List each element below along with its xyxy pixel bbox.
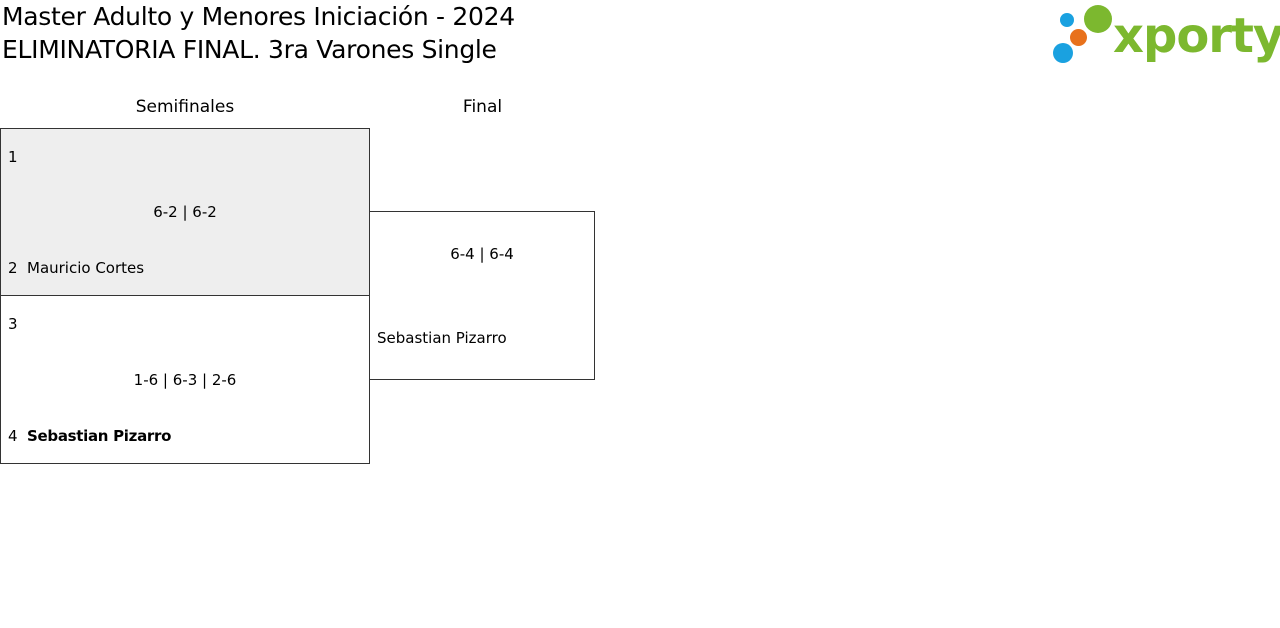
seed-number: 4: [8, 427, 18, 445]
player-name-winner: Sebastian Pizarro: [27, 427, 172, 445]
seed-number: 3: [8, 315, 18, 333]
match-final[interactable]: 6-4 | 6-4 Sebastian Pizarro: [369, 211, 595, 380]
logo-dot-green-icon: [1084, 5, 1112, 33]
match-score: 6-2 | 6-2: [153, 203, 217, 221]
logo-wordmark: xporty: [1113, 8, 1280, 64]
seed-number: 1: [8, 148, 18, 166]
match-semifinal-1[interactable]: 1 6-2 | 6-2 2 Mauricio Cortes: [0, 128, 370, 296]
match-semifinal-2[interactable]: 3 1-6 | 6-3 | 2-6 4 Sebastian Pizarro: [0, 295, 370, 464]
round-header-semifinals: Semifinales: [135, 97, 235, 117]
tournament-title: Master Adulto y Menores Iniciación - 202…: [2, 2, 515, 31]
match-score: 6-4 | 6-4: [450, 245, 514, 263]
logo-dot-blue-icon: [1053, 43, 1073, 63]
match-score: 1-6 | 6-3 | 2-6: [133, 371, 237, 389]
player-name: Sebastian Pizarro: [377, 329, 507, 347]
player-name: Mauricio Cortes: [27, 259, 145, 277]
logo-dot-orange-icon: [1070, 29, 1087, 46]
xporty-logo[interactable]: xporty: [1050, 2, 1280, 68]
seed-number: 2: [8, 259, 18, 277]
round-header-final: Final: [462, 97, 503, 117]
bracket-subtitle: ELIMINATORIA FINAL. 3ra Varones Single: [2, 35, 497, 64]
logo-dot-small-blue-icon: [1060, 13, 1074, 27]
